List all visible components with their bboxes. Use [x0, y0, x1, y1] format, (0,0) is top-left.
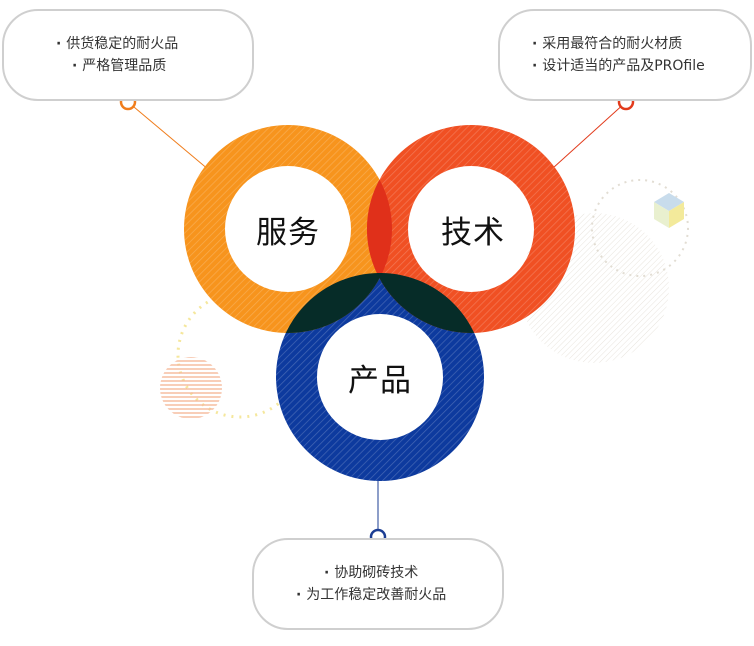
circle-label-tech: 技术	[441, 214, 505, 251]
callout-product-line: 为工作稳定改善耐火品	[296, 584, 502, 606]
connector-service	[127, 101, 210, 171]
decor-striped-circle-left	[160, 357, 222, 419]
callout-service: 供货稳定的耐火品 严格管理品质	[2, 9, 254, 101]
circle-label-product: 产品	[348, 362, 412, 399]
callout-product: 协助砌砖技术 为工作稳定改善耐火品	[252, 538, 504, 630]
callout-service-line: 严格管理品质	[56, 55, 252, 77]
connector-tech	[552, 101, 627, 169]
callout-product-line: 协助砌砖技术	[296, 562, 502, 584]
callout-service-line: 供货稳定的耐火品	[56, 33, 252, 55]
callout-tech: 采用最符合的耐火材质 设计适当的产品及PROfile	[498, 9, 752, 101]
callout-tech-line: 设计适当的产品及PROfile	[532, 55, 750, 77]
cube-icon	[654, 193, 684, 228]
decor-dotted-circle-right	[591, 179, 689, 277]
overlap-with-product	[276, 273, 484, 333]
callout-tech-line: 采用最符合的耐火材质	[532, 33, 750, 55]
circle-label-service: 服务	[256, 214, 320, 251]
